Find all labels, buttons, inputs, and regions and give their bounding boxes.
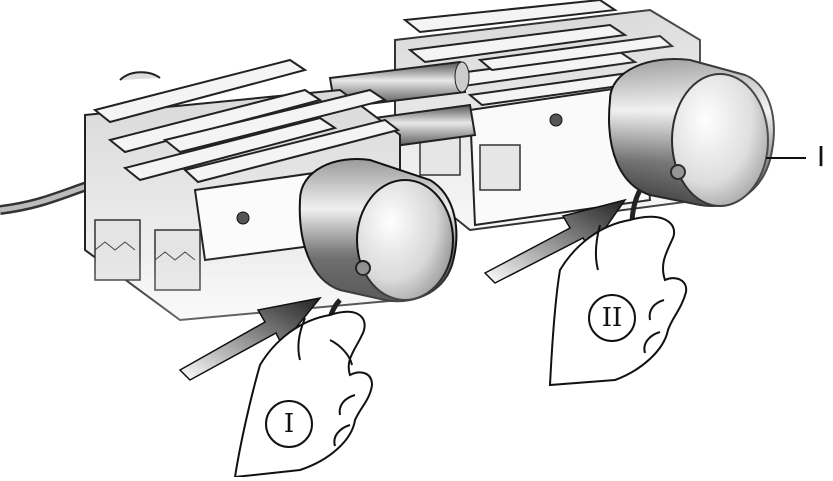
hand-left-badge: I bbox=[283, 409, 295, 439]
callout-label: I bbox=[816, 140, 826, 173]
arrow-right bbox=[483, 198, 627, 284]
callout-leader-line bbox=[766, 157, 806, 159]
hand-left bbox=[233, 298, 374, 479]
cable-left bbox=[0, 180, 92, 215]
arrow-left bbox=[178, 296, 322, 381]
hand-right-badge: II bbox=[601, 303, 623, 333]
hand-right bbox=[548, 188, 688, 387]
